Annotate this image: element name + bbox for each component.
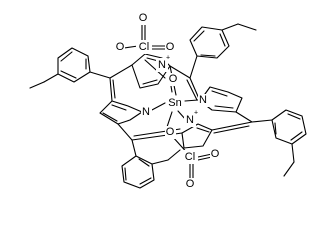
atom-label-o-1: O (139, 12, 148, 24)
atom-nitrogen-top: N + (156, 55, 170, 72)
atom-nitrogen-left: N (141, 106, 152, 119)
perchlorate-bottom-oxygens: O O (185, 148, 221, 191)
atom-chlorine-bottom: Cl (182, 150, 198, 164)
atom-label-o-4: O (186, 178, 195, 190)
atom-tin: Sn (167, 96, 183, 110)
atom-oxygen-axial-top: O (168, 73, 179, 86)
atom-label-o-3: O (166, 41, 175, 53)
chemical-structure: Sn N + N N N + O O C (29, 12, 307, 191)
atom-label-o-axial-bottom: O (166, 126, 175, 138)
charge-plus-bottom: + (194, 110, 198, 117)
atom-label-n-bottom: N (186, 114, 194, 126)
atom-nitrogen-right: N (198, 94, 209, 107)
atom-label-n-right: N (199, 94, 207, 106)
atom-label-cl-bottom: Cl (185, 151, 195, 163)
atom-chlorine-top: Cl (136, 40, 152, 54)
atom-label-o-5: O (211, 148, 220, 160)
atom-label-n-top: N (158, 59, 166, 71)
charge-plus-top: + (166, 55, 170, 62)
atom-nitrogen-bottom: N + (184, 110, 198, 127)
atom-label-o-2: O (116, 41, 125, 53)
atom-label-cl-top: Cl (139, 41, 149, 53)
atom-label-tin: Sn (168, 97, 181, 109)
atom-oxygen-axial-bottom: O (165, 126, 176, 139)
perchlorate-top-oxygens: O O O (114, 12, 176, 54)
atom-labels: Sn N + N N N + O O C (114, 12, 221, 191)
atom-label-n-left: N (142, 106, 150, 118)
atom-label-o-axial-top: O (169, 73, 178, 85)
